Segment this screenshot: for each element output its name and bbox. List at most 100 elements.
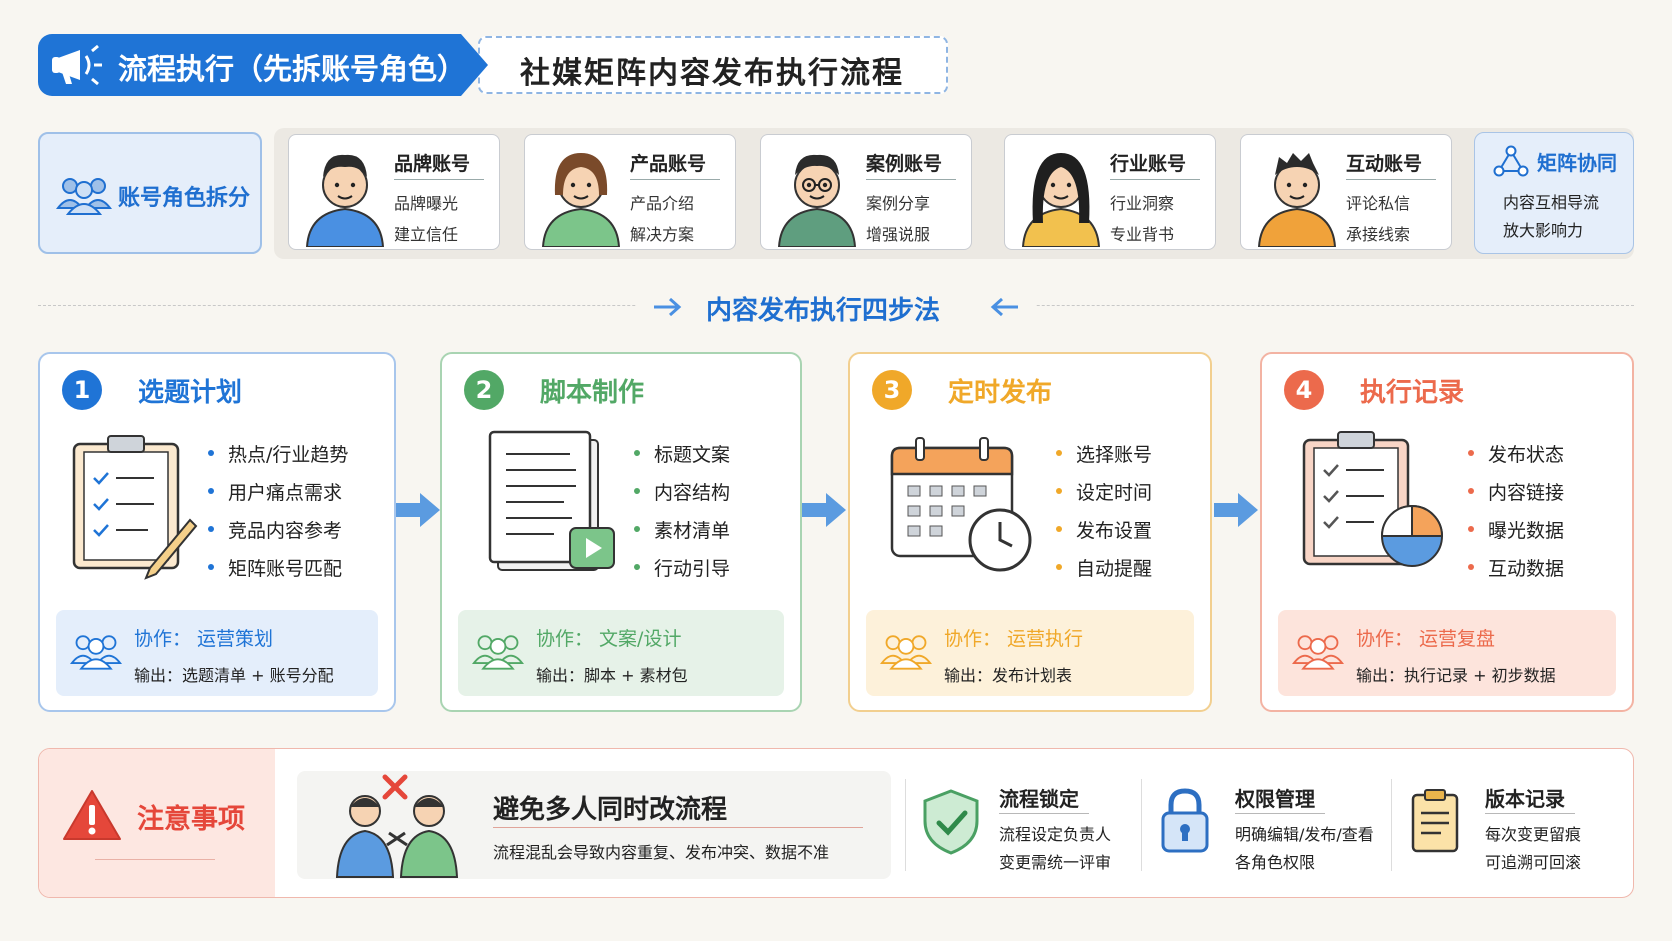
conflict-illustration xyxy=(335,774,459,878)
step-title: 执行记录 xyxy=(1360,378,1465,408)
role-card: 互动账号 评论私信 承接线索 xyxy=(1240,134,1452,250)
step-item: 发布状态 xyxy=(1468,440,1564,478)
step-title: 选题计划 xyxy=(138,378,243,408)
role-card: 行业账号 行业洞察 专业背书 xyxy=(1004,134,1216,250)
tip-title: 权限管理 xyxy=(1235,787,1315,811)
role-desc-1: 产品介绍 xyxy=(630,194,695,213)
step-output: 输出：脚本 + 素材包 xyxy=(536,666,688,685)
team-icon xyxy=(880,635,932,670)
avoid-desc: 流程混乱会导致内容重复、发布冲突、数据不准 xyxy=(493,843,830,862)
matrix-title: 矩阵协同 xyxy=(1537,151,1617,175)
step-output: 输出：选题清单 + 账号分配 xyxy=(134,666,334,685)
step-number: 3 xyxy=(872,370,912,410)
tip-process-lock: 流程锁定 流程设定负责人 变更需统一评审 xyxy=(999,783,1139,883)
step-collab-box: 协作： 运营复盘 输出：执行记录 + 初步数据 xyxy=(1278,610,1616,696)
step-item: 互动数据 xyxy=(1468,554,1564,592)
step-collab: 协作： 运营策划 xyxy=(134,628,274,650)
step-item: 用户痛点需求 xyxy=(208,478,348,516)
tip-desc-2: 可追溯可回滚 xyxy=(1485,853,1582,872)
step-item: 标题文案 xyxy=(634,440,730,478)
step-item: 设定时间 xyxy=(1056,478,1152,516)
tip-title: 版本记录 xyxy=(1485,787,1565,811)
calendar-clock-icon xyxy=(890,437,1032,572)
role-name: 案例账号 xyxy=(866,153,943,175)
warning-icon xyxy=(63,790,121,840)
role-desc-1: 行业洞察 xyxy=(1110,194,1175,213)
matrix-desc-2: 放大影响力 xyxy=(1503,221,1584,240)
person-avatar xyxy=(1021,153,1101,247)
team-icon xyxy=(56,178,112,215)
role-desc-2: 专业背书 xyxy=(1110,225,1175,244)
step-item: 矩阵账号匹配 xyxy=(208,554,348,592)
role-desc-1: 案例分享 xyxy=(866,194,931,213)
step-item: 热点/行业趋势 xyxy=(208,440,348,478)
step-collab-box: 协作： 文案/设计 输出：脚本 + 素材包 xyxy=(458,610,784,696)
lock-icon xyxy=(1161,788,1209,853)
version-doc-icon xyxy=(1411,789,1459,853)
tip-desc-1: 每次变更留痕 xyxy=(1485,825,1582,844)
step-item: 内容结构 xyxy=(634,478,730,516)
avoid-box: 避免多人同时改流程 流程混乱会导致内容重复、发布冲突、数据不准 xyxy=(297,771,891,879)
step-number: 2 xyxy=(464,370,504,410)
step-card-3: 3 定时发布 选择账号设定时间发布设置自动提醒 协作： 运营执行 输出：发 xyxy=(848,352,1212,712)
avoid-title: 避免多人同时改流程 xyxy=(493,795,728,825)
role-name: 行业账号 xyxy=(1110,153,1187,175)
flow-arrow-icon xyxy=(396,493,440,527)
person-avatar xyxy=(777,154,857,247)
step-item: 自动提醒 xyxy=(1056,554,1152,592)
team-icon xyxy=(1292,635,1344,670)
arrow-right-icon xyxy=(654,297,682,317)
notice-label: 注意事项 xyxy=(137,804,245,835)
step-title: 脚本制作 xyxy=(540,378,645,408)
roles-label-box: 账号角色拆分 xyxy=(38,132,262,254)
step-item: 行动引导 xyxy=(634,554,730,592)
step-card-2: 2 脚本制作 标题文案内容结构素材清单行动引导 协作： 文案/设计 输出：脚本 … xyxy=(440,352,802,712)
role-desc-1: 品牌曝光 xyxy=(394,194,459,213)
title-main-box: 社媒矩阵内容发布执行流程 xyxy=(478,36,948,94)
step-output: 输出：发布计划表 xyxy=(944,666,1073,685)
tip-permission: 权限管理 明确编辑/发布/查看 各角色权限 xyxy=(1235,783,1385,883)
steps-heading-box: 内容发布执行四步法 xyxy=(636,286,1036,326)
step-collab: 协作： 运营复盘 xyxy=(1356,628,1496,650)
section-tag-label: 流程执行（先拆账号角色） xyxy=(118,52,467,86)
clipboard-checklist-icon xyxy=(72,435,198,580)
network-icon xyxy=(1493,145,1529,177)
step-item: 发布设置 xyxy=(1056,516,1152,554)
megaphone-icon xyxy=(52,44,102,86)
person-avatar xyxy=(1257,153,1337,247)
step-number: 4 xyxy=(1284,370,1324,410)
step-collab-box: 协作： 运营执行 输出：发布计划表 xyxy=(866,610,1194,696)
role-desc-2: 解决方案 xyxy=(630,225,695,244)
flow-arrow-icon xyxy=(1214,493,1258,527)
role-name: 互动账号 xyxy=(1346,153,1423,175)
role-desc-1: 评论私信 xyxy=(1346,194,1411,213)
step-output: 输出：执行记录 + 初步数据 xyxy=(1356,666,1556,685)
step-item: 内容链接 xyxy=(1468,478,1564,516)
notice-panel: 注意事项 避免多人同时改流程 流程混乱会导致内容重复、发布冲突、数据不准 流程锁… xyxy=(38,748,1634,898)
tip-desc-1: 流程设定负责人 xyxy=(999,825,1112,844)
role-name: 产品账号 xyxy=(630,153,707,175)
person-avatar xyxy=(305,154,385,247)
tip-version: 版本记录 每次变更留痕 可追溯可回滚 xyxy=(1485,783,1633,883)
roles-label: 账号角色拆分 xyxy=(118,186,251,211)
role-name: 品牌账号 xyxy=(394,153,471,175)
shield-check-icon xyxy=(923,789,979,855)
title-section-tag: 流程执行（先拆账号角色） xyxy=(38,34,488,96)
notice-label-box: 注意事项 xyxy=(39,749,275,897)
flow-arrow-icon xyxy=(802,493,846,527)
role-desc-2: 建立信任 xyxy=(394,225,459,244)
role-card: 品牌账号 品牌曝光 建立信任 xyxy=(288,134,500,250)
script-document-icon xyxy=(488,430,615,571)
tip-title: 流程锁定 xyxy=(999,787,1079,811)
clipboard-chart-icon xyxy=(1302,431,1444,567)
title-banner: 社媒矩阵内容发布执行流程 流程执行（先拆账号角色） xyxy=(38,34,948,96)
page-title: 社媒矩阵内容发布执行流程 xyxy=(520,56,904,91)
steps-heading: 内容发布执行四步法 xyxy=(706,296,941,326)
step-item: 素材清单 xyxy=(634,516,730,554)
team-icon xyxy=(70,635,122,670)
arrow-left-icon xyxy=(990,297,1018,317)
step-item: 曝光数据 xyxy=(1468,516,1564,554)
step-item: 竞品内容参考 xyxy=(208,516,348,554)
role-card: 产品账号 产品介绍 解决方案 xyxy=(524,134,736,250)
step-card-1: 1 选题计划 热点/行业趋势用户痛点需求竞品内容参考矩阵账号匹配 协作： 运营策… xyxy=(38,352,396,712)
